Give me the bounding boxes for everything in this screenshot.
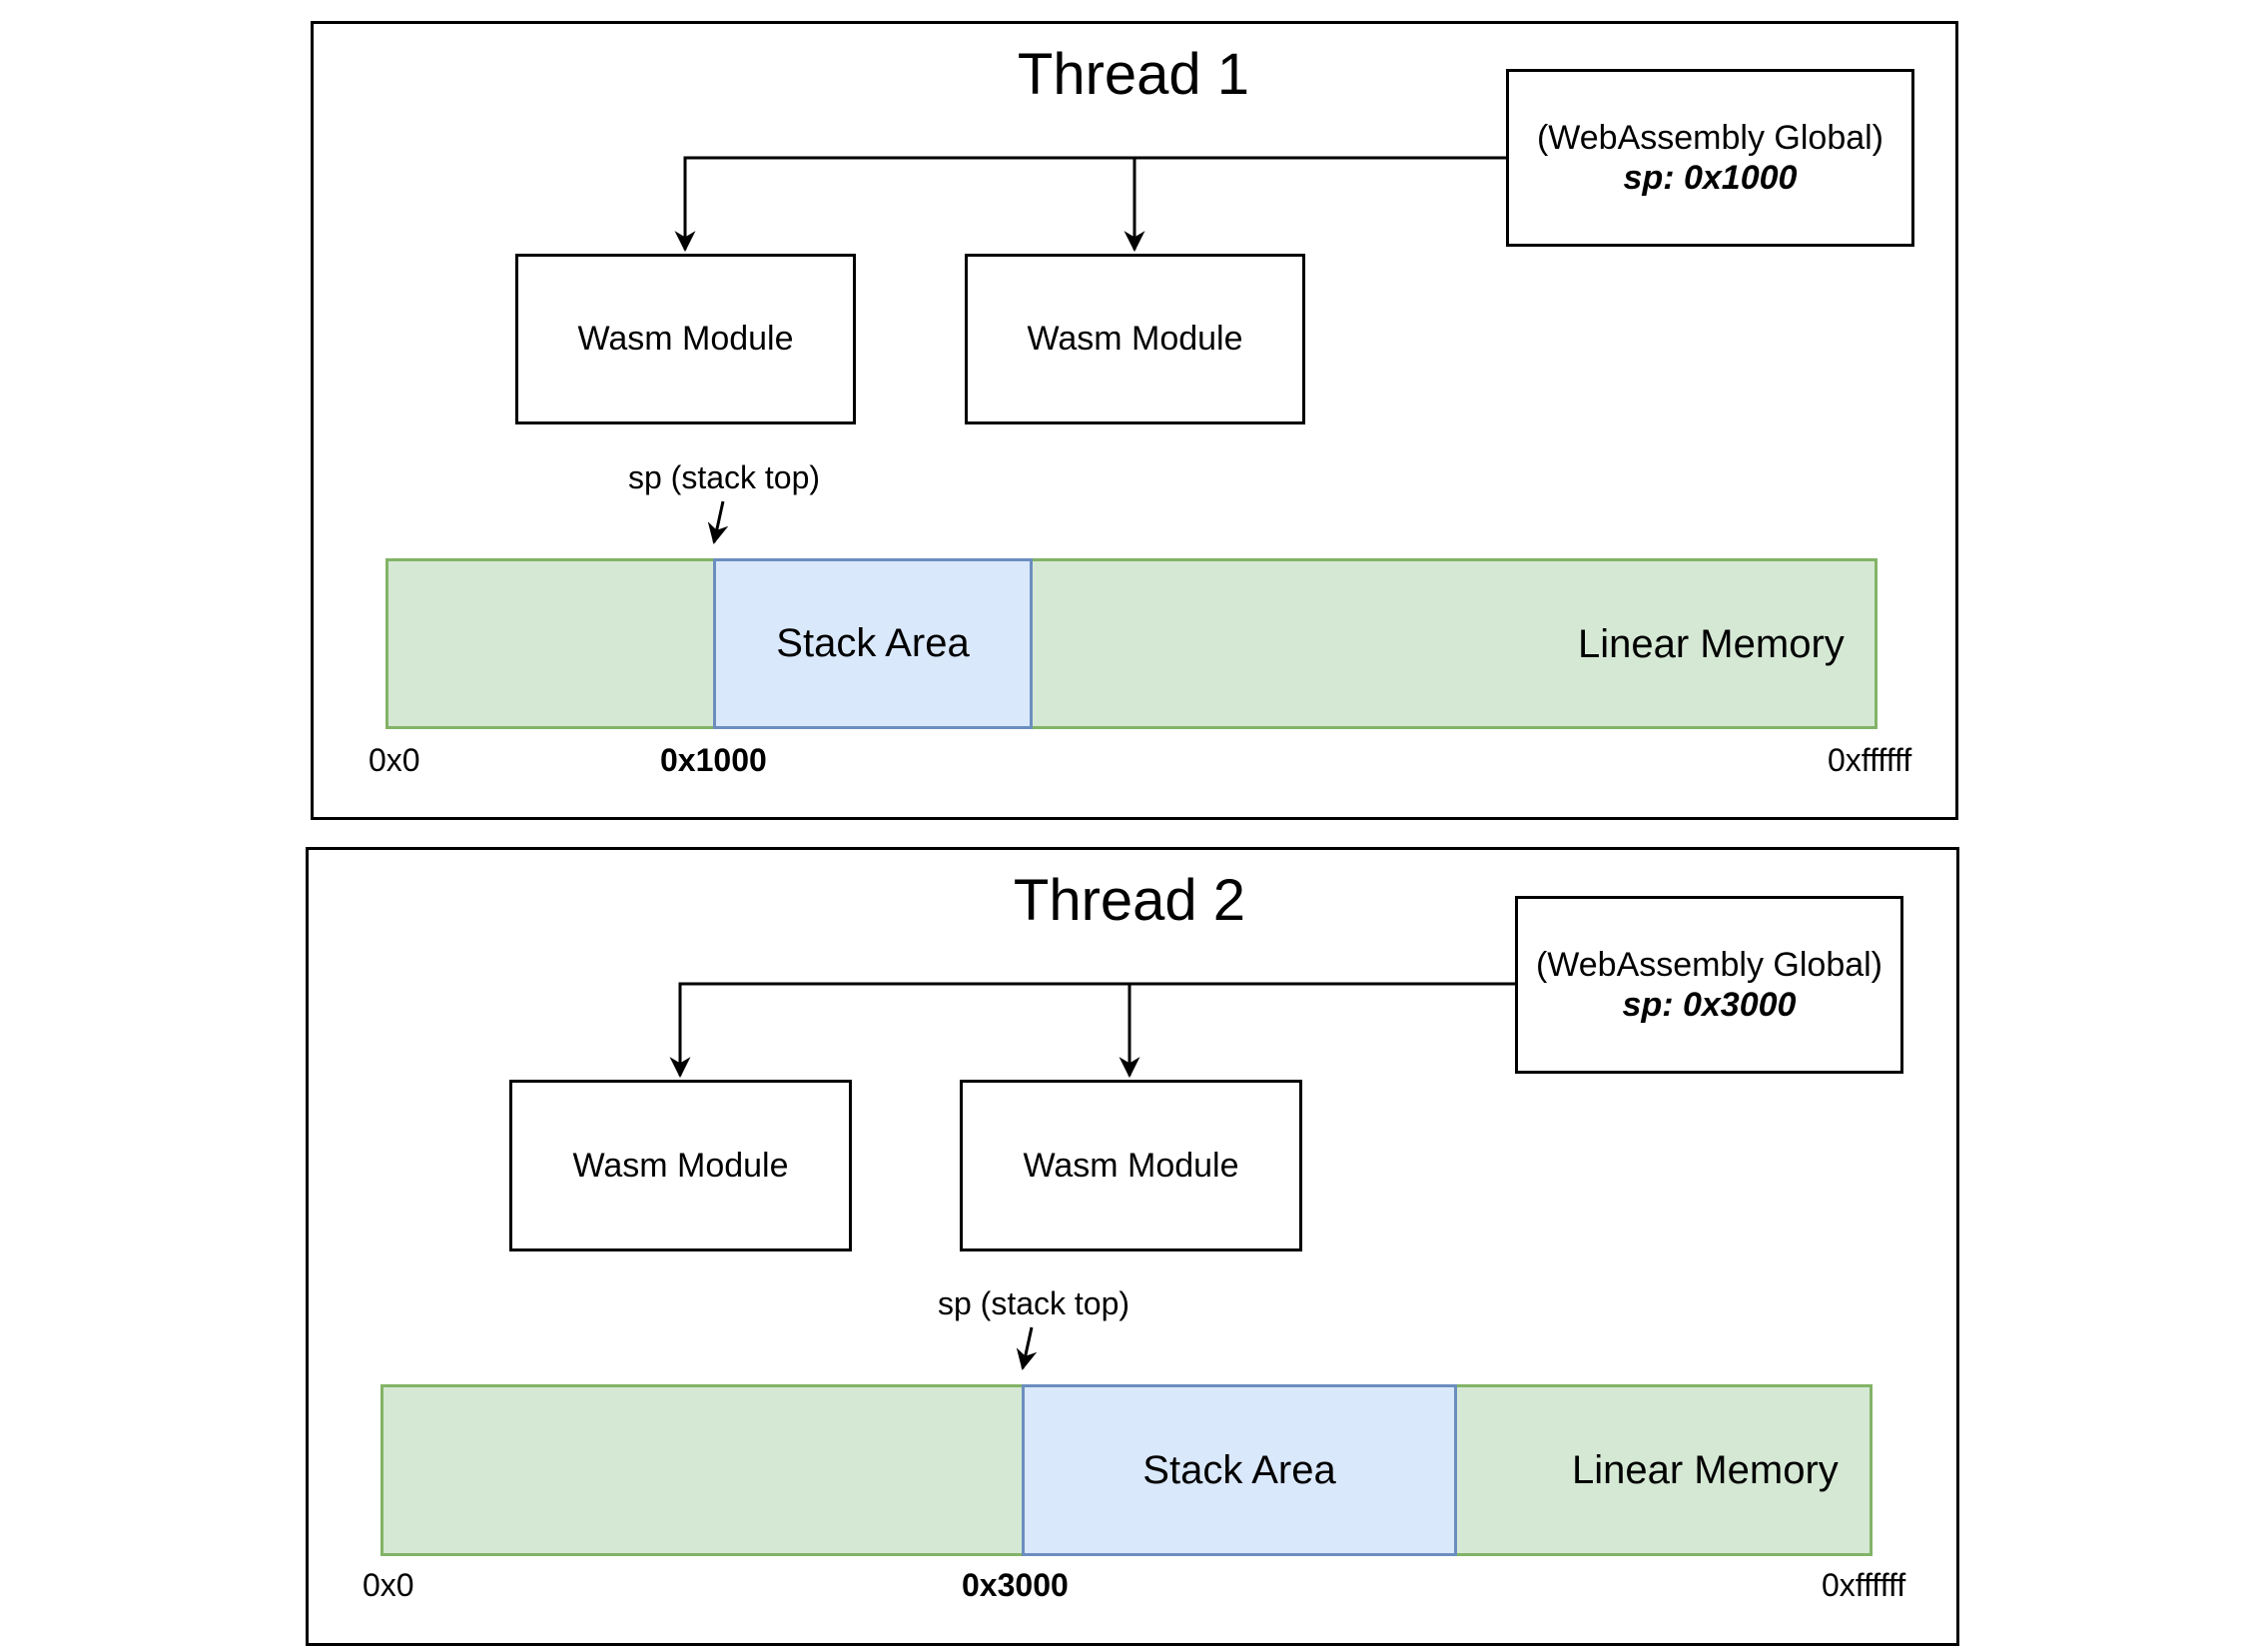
thread-2-global-connector <box>669 982 1515 1079</box>
thread-1-address-end: 0xffffff <box>1828 742 1912 778</box>
thread-2-address-end: 0xffffff <box>1822 1567 1906 1603</box>
thread-2-wasm-module-2: Wasm Module <box>960 1080 1302 1251</box>
thread-2-global-label: (WebAssembly Global) <box>1535 946 1883 984</box>
thread-2-global-sp-value: sp: 0x3000 <box>1622 986 1797 1024</box>
thread-2-linear-memory-label: Linear Memory <box>1572 1448 1839 1492</box>
thread-2-wasm-module-2-label: Wasm Module <box>1023 1146 1239 1185</box>
thread-2-connector-to-module-1 <box>669 982 1130 1079</box>
thread-1-global-label: (WebAssembly Global) <box>1536 119 1884 157</box>
thread-1-sp-pointer-arrow <box>707 500 729 545</box>
thread-1-wasm-module-1-label: Wasm Module <box>577 320 794 358</box>
thread-2-stack-area-label: Stack Area <box>1142 1447 1336 1492</box>
thread-1-title: Thread 1 <box>1017 42 1250 107</box>
thread-1-global-connector <box>674 156 1506 253</box>
thread-1-linear-memory <box>385 558 1878 729</box>
thread-2-wasm-module-1-label: Wasm Module <box>572 1146 789 1185</box>
thread-1-stack-area-label: Stack Area <box>776 621 970 665</box>
thread-2-sp-pointer-label: sp (stack top) <box>937 1285 1130 1321</box>
thread-1-sp-pointer-label: sp (stack top) <box>627 459 821 495</box>
thread-2-sp-pointer-arrow <box>1016 1326 1038 1371</box>
thread-1-webassembly-global-box: (WebAssembly Global) sp: 0x1000 <box>1506 69 1914 247</box>
thread-1-connector-to-module-1 <box>674 156 1134 253</box>
thread-1-wasm-module-2: Wasm Module <box>965 254 1305 424</box>
thread-1-stack-area: Stack Area <box>713 558 1033 729</box>
thread-1-connector-to-module-2 <box>1124 156 1506 253</box>
thread-1-address-start: 0x0 <box>369 742 420 778</box>
thread-1-address-sp: 0x1000 <box>660 742 767 778</box>
thread-2-webassembly-global-box: (WebAssembly Global) sp: 0x3000 <box>1515 896 1903 1074</box>
thread-2-wasm-module-1: Wasm Module <box>509 1080 852 1251</box>
thread-2-stack-area: Stack Area <box>1022 1384 1457 1556</box>
thread-2-connector-to-module-2 <box>1119 982 1515 1079</box>
thread-1-wasm-module-1: Wasm Module <box>515 254 856 424</box>
thread-1-global-sp-value: sp: 0x1000 <box>1623 159 1798 197</box>
thread-2-address-start: 0x0 <box>363 1567 414 1603</box>
thread-2-address-sp: 0x3000 <box>962 1567 1069 1603</box>
thread-1-linear-memory-label: Linear Memory <box>1578 622 1845 666</box>
thread-2-title: Thread 2 <box>1013 868 1246 933</box>
thread-1-wasm-module-2-label: Wasm Module <box>1027 320 1243 358</box>
